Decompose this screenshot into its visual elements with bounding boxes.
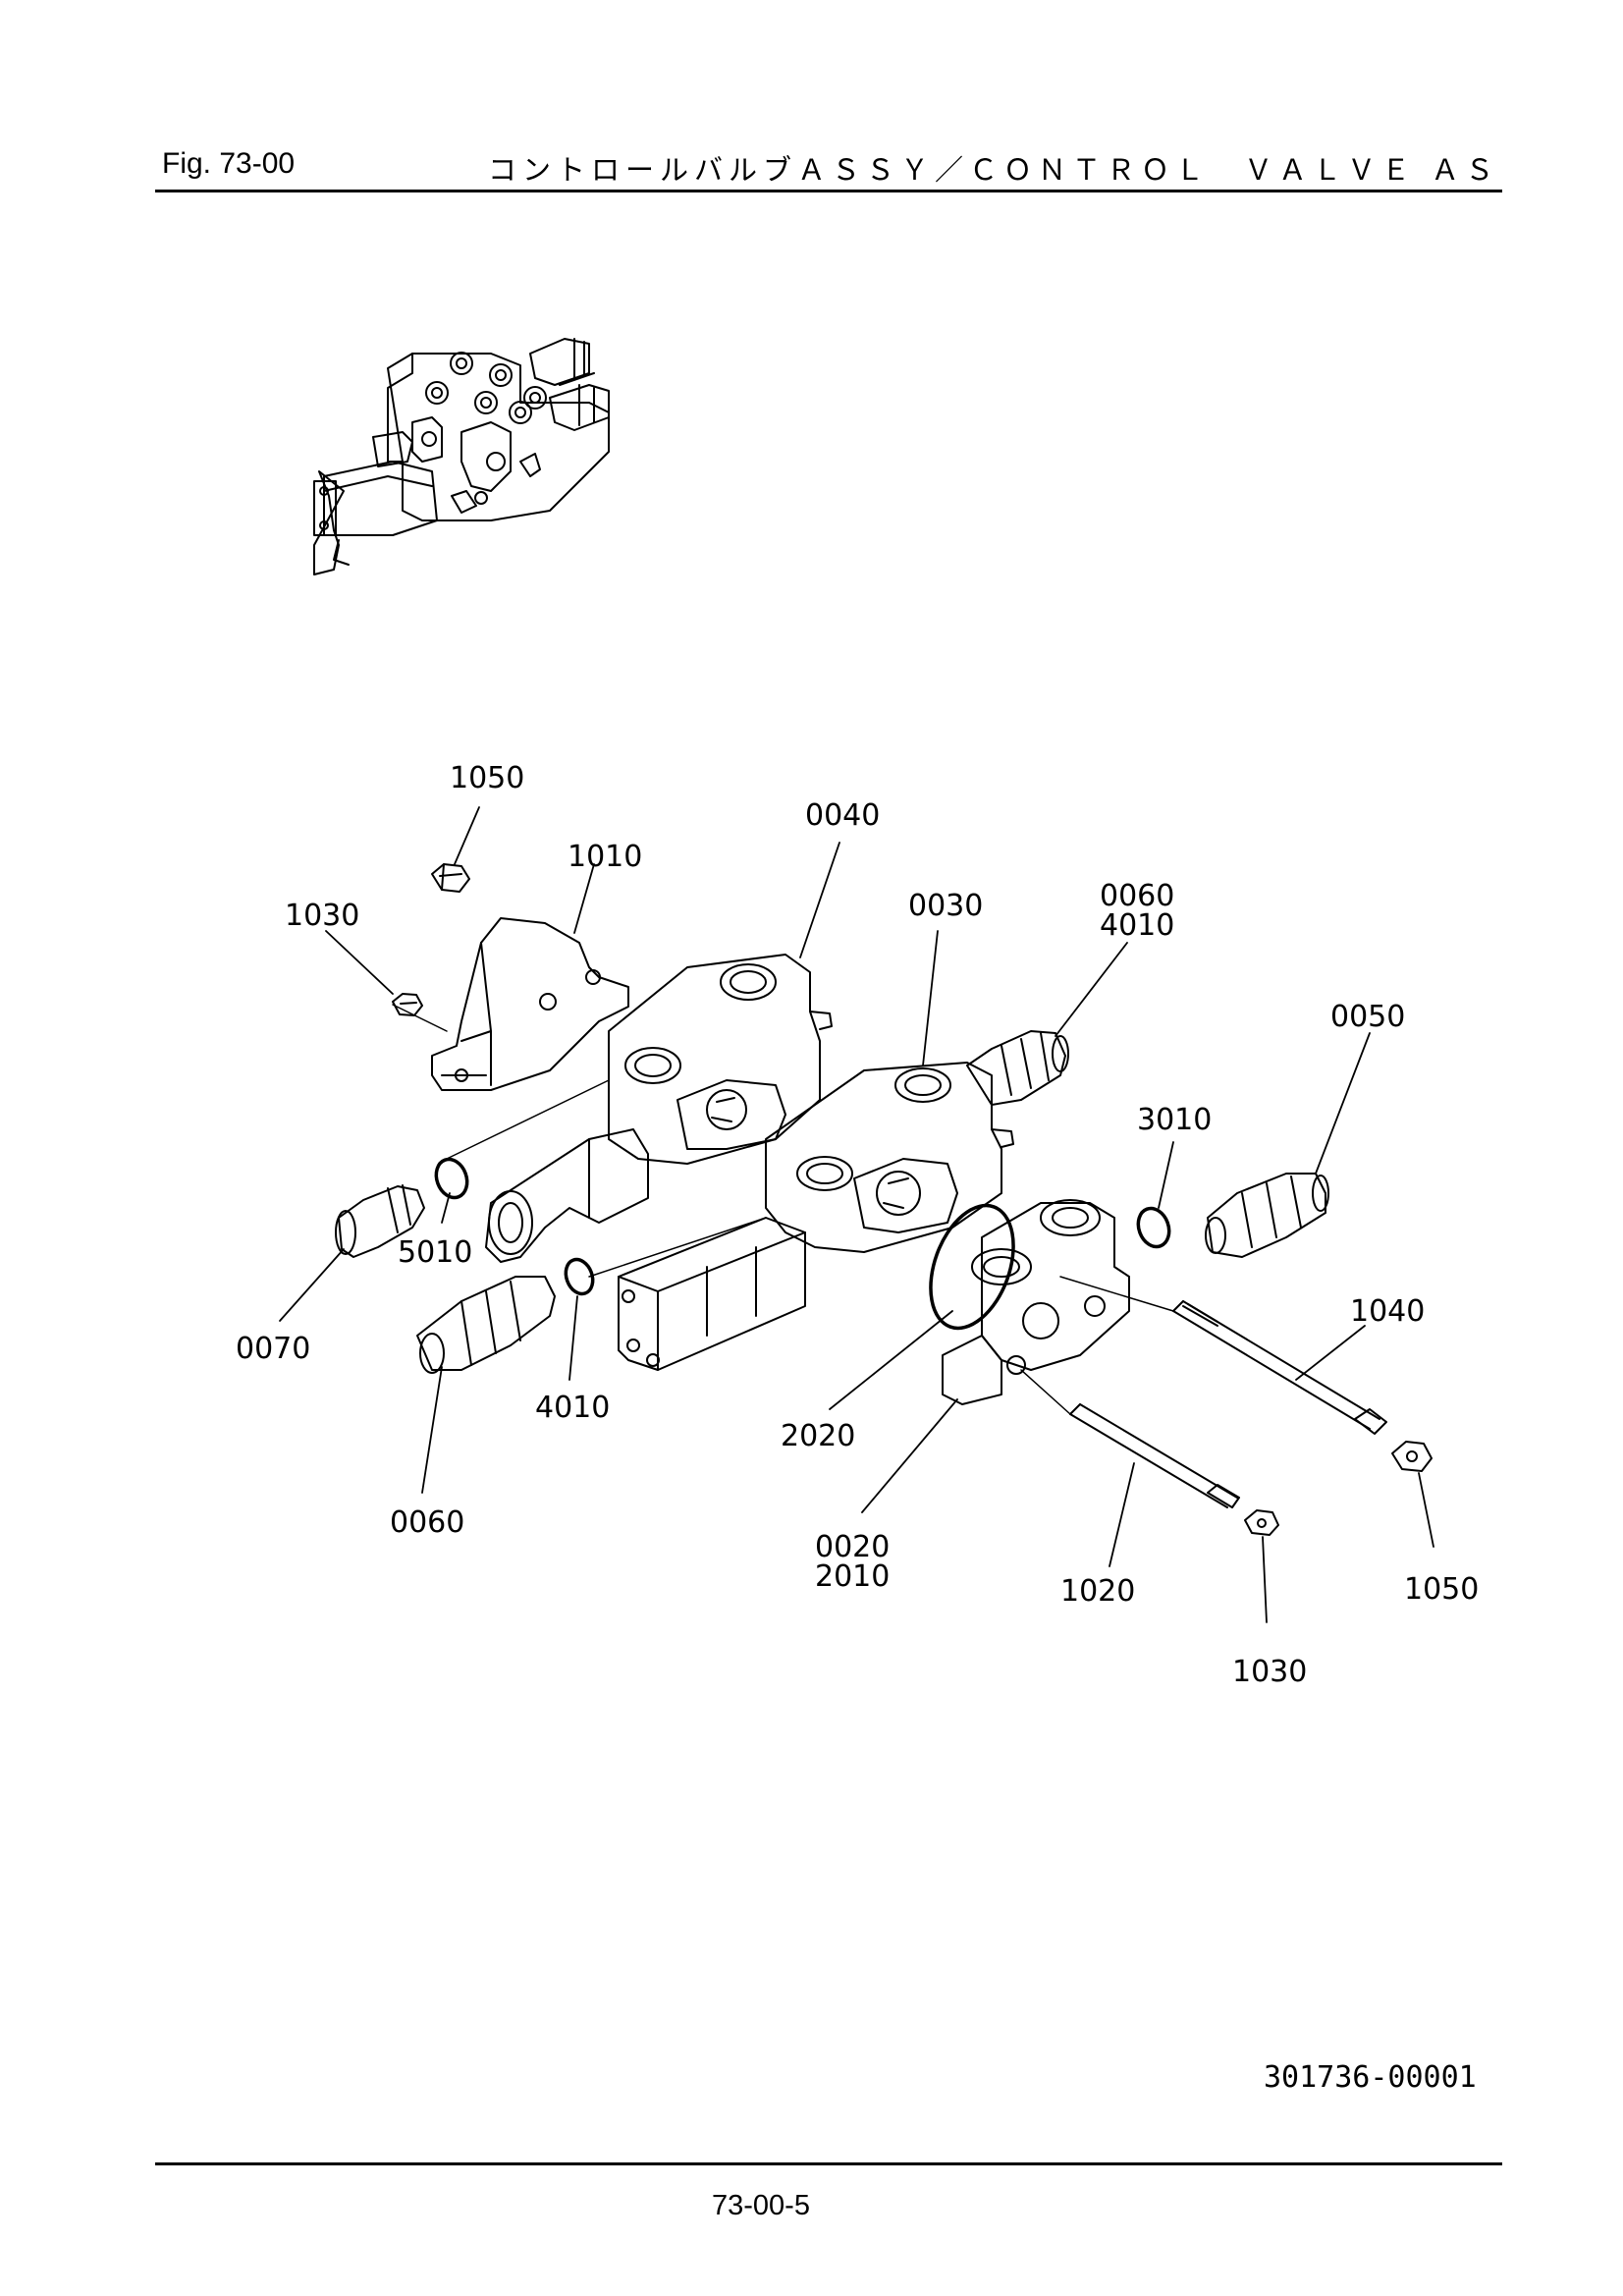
callout-leaders xyxy=(279,806,1434,1623)
footer-rule xyxy=(155,2162,1502,2165)
tie-bolt-1040 xyxy=(1172,1300,1387,1435)
callout-0030: 0030 xyxy=(908,889,983,923)
callout-3010: 3010 xyxy=(1137,1103,1212,1137)
nut-1030-left xyxy=(392,993,423,1016)
bracket-1010 xyxy=(431,917,629,1091)
relief-valve-0060-top xyxy=(966,1030,1069,1106)
callout-0040: 0040 xyxy=(805,798,880,833)
callout-1050-right: 1050 xyxy=(1404,1572,1479,1607)
valve-section-0030 xyxy=(618,1062,1014,1371)
callout-1030-bottom: 1030 xyxy=(1232,1655,1307,1689)
o-ring-5010 xyxy=(434,1157,469,1200)
drawing-code: 301736-00001 xyxy=(1264,2060,1477,2095)
callout-1010: 1010 xyxy=(568,840,642,874)
callout-2020: 2020 xyxy=(781,1419,855,1453)
tie-bolt-1020 xyxy=(1069,1403,1240,1508)
o-ring-4010 xyxy=(564,1257,595,1296)
callout-0050: 0050 xyxy=(1330,1000,1405,1034)
header-rule xyxy=(155,190,1502,192)
relief-valve-0060-bottom xyxy=(416,1276,556,1374)
plug-0070 xyxy=(335,1184,425,1258)
o-ring-3010 xyxy=(1136,1206,1171,1249)
part-callouts: 1050 1010 1030 0040 0030 0060 4010 0050 … xyxy=(236,761,1479,1689)
callout-0060-top: 0060 xyxy=(1100,879,1174,913)
callout-5010: 5010 xyxy=(398,1235,472,1270)
callout-4010-top: 4010 xyxy=(1100,908,1174,943)
assembly-overview-drawing xyxy=(313,338,610,575)
nut-1030-bottom xyxy=(1244,1509,1279,1536)
figure-title: コントロールバルブＡＳＳＹ／ＣＯＮＴＲＯＬ ＶＡＬＶＥ ＡＳ xyxy=(488,153,1500,187)
callout-0020: 0020 xyxy=(815,1530,890,1564)
relief-valve-0050 xyxy=(1205,1173,1329,1258)
valve-section-0040 xyxy=(485,954,833,1263)
callout-1050-top: 1050 xyxy=(450,761,524,795)
nut-1050-right xyxy=(1391,1441,1433,1472)
callout-4010-bottom: 4010 xyxy=(535,1391,610,1425)
page-number: 73-00-5 xyxy=(712,2190,810,2221)
o-ring-2020 xyxy=(929,1203,1015,1331)
callout-1020: 1020 xyxy=(1060,1574,1135,1609)
exploded-view-drawing xyxy=(335,863,1433,1536)
nut-1050-top xyxy=(431,863,470,893)
callout-2010: 2010 xyxy=(815,1559,890,1594)
callout-1040: 1040 xyxy=(1350,1294,1425,1329)
end-cover-0020 xyxy=(942,1199,1130,1405)
callout-0070: 0070 xyxy=(236,1332,310,1366)
figure-number: Fig. 73-00 xyxy=(162,147,296,180)
callout-1030-left: 1030 xyxy=(285,899,359,933)
callout-0060-bottom: 0060 xyxy=(390,1505,464,1540)
